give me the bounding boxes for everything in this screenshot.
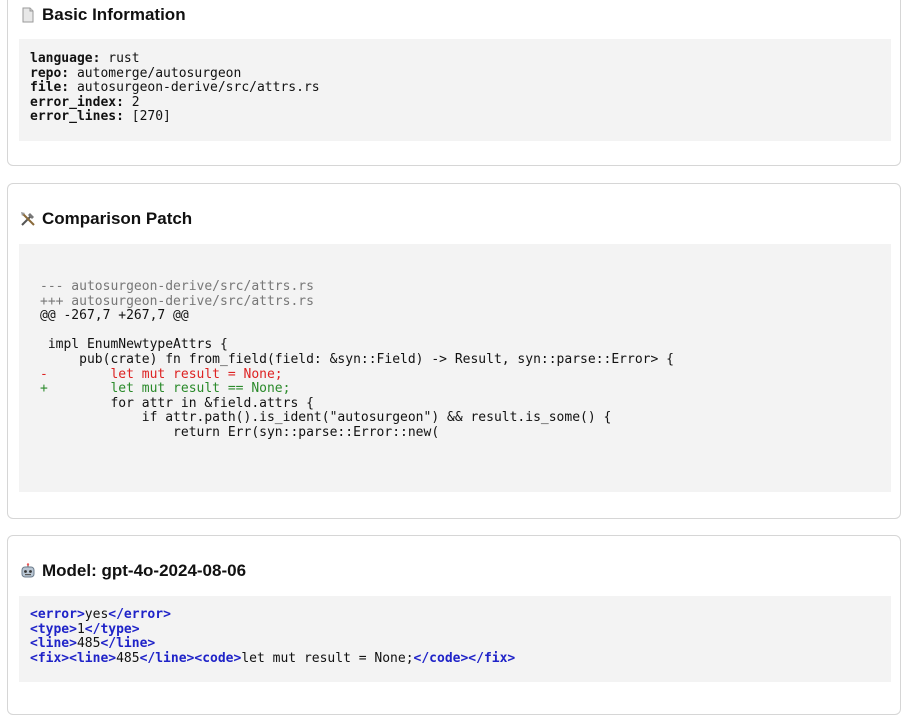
xml-text: 485 <box>76 636 101 652</box>
diff-line-ctx: return Err(syn::parse::Error::new( <box>40 424 440 440</box>
info-field-row: language: rust <box>30 51 880 67</box>
diff-line-meta: +++ autosurgeon-derive/src/attrs.rs <box>40 293 314 309</box>
info-field-row: error_index: 2 <box>30 94 880 111</box>
model-card: Model: gpt-4o-2024-08-06 <error>yes</err… <box>7 535 901 715</box>
diff-line-ctx: pub(crate) fn from_field(field: &syn::Fi… <box>40 351 674 367</box>
model-output-line: <type>1</type> <box>30 621 880 638</box>
info-field-value: 2 <box>123 94 140 110</box>
patch-title: Comparison Patch <box>42 209 193 228</box>
diff-line-hunk: @@ -267,7 +267,7 @@ <box>40 308 189 324</box>
diff-line-ctx: if attr.path().is_ident("autosurgeon") &… <box>40 410 612 426</box>
info-field-row: repo: automerge/autosurgeon <box>30 65 880 82</box>
xml-text: yes <box>84 607 109 622</box>
info-field-key: language: <box>30 51 101 66</box>
info-field-value: [270] <box>123 109 171 125</box>
info-field-row: error_lines: [270] <box>30 110 880 125</box>
info-field-key: repo: <box>30 65 70 81</box>
info-field-row: file: autosurgeon-derive/src/attrs.rs <box>30 80 880 96</box>
model-output-line: <fix><line>485</line><code>let mut resul… <box>30 650 880 667</box>
model-output-line: <line>485</line> <box>30 636 880 652</box>
xml-text: let mut result = None; <box>241 650 414 666</box>
xml-tag: <type> <box>30 621 77 637</box>
robot-icon <box>20 563 36 579</box>
document-icon <box>20 7 36 23</box>
xml-tag: </error> <box>108 607 171 622</box>
basic-info-title: Basic Information <box>42 5 186 24</box>
xml-tag: </code></fix> <box>413 650 516 666</box>
tools-icon <box>20 211 36 227</box>
xml-tag: <error> <box>30 607 85 622</box>
diff-line-ctx: impl EnumNewtypeAttrs { <box>40 337 228 353</box>
patch-diff-box: --- autosurgeon-derive/src/attrs.rs+++ a… <box>19 244 891 492</box>
diff-line-del: - let mut result = None; <box>40 366 283 382</box>
diff-line-meta: --- autosurgeon-derive/src/attrs.rs <box>40 279 314 294</box>
xml-tag: <line> <box>30 636 77 652</box>
model-title-row: Model: gpt-4o-2024-08-06 <box>20 561 246 581</box>
info-field-value: autosurgeon-derive/src/attrs.rs <box>69 80 320 96</box>
xml-text: 1 <box>76 621 85 637</box>
model-output-line: <error>yes</error> <box>30 607 880 623</box>
basic-info-title-row: Basic Information <box>20 5 186 25</box>
diff-line-add: + let mut result == None; <box>40 381 291 397</box>
info-field-value: rust <box>100 51 140 66</box>
info-field-key: file: <box>30 80 70 96</box>
info-field-value: automerge/autosurgeon <box>69 65 242 81</box>
diff-line-ctx: for attr in &field.attrs { <box>40 395 314 411</box>
patch-title-row: Comparison Patch <box>20 209 192 229</box>
comparison-patch-card: Comparison Patch --- autosurgeon-derive/… <box>7 183 901 519</box>
model-title: Model: gpt-4o-2024-08-06 <box>42 561 247 580</box>
info-field-key: error_lines: <box>30 109 124 125</box>
xml-tag: </type> <box>84 621 140 637</box>
diff-line-ctx <box>40 324 870 339</box>
xml-tag: <fix><line> <box>30 650 117 666</box>
model-output-box: <error>yes</error><type>1</type><line>48… <box>19 596 891 682</box>
xml-tag: </line> <box>100 636 156 652</box>
xml-text: 485 <box>116 650 140 666</box>
xml-tag: </line><code> <box>139 650 242 666</box>
info-field-key: error_index: <box>30 94 124 110</box>
